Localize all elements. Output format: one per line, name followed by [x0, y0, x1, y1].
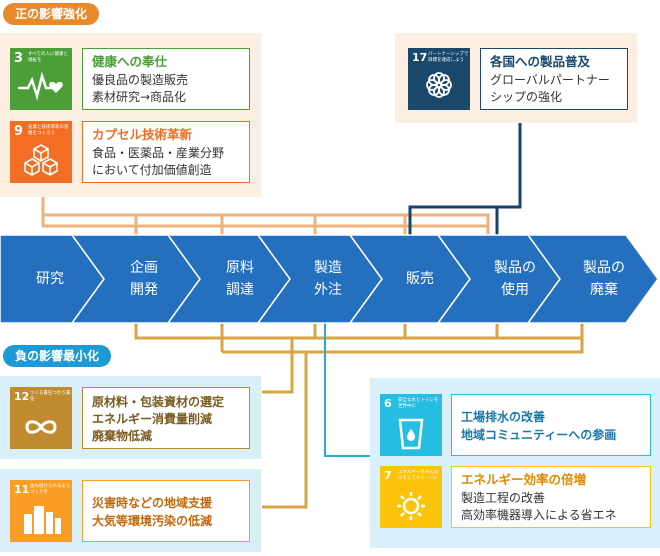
card-line: グローバルパートナー: [490, 73, 610, 87]
sdg-caption: 住み続けられるまちづくりを: [30, 484, 71, 495]
flow-label-planning: 企画開発: [130, 260, 158, 298]
sdg17-icon: 17 パートナーシップで目標を達成しよう: [408, 48, 470, 110]
negative-card-materials: 原材料・包装資材の選定 エネルギー消費量削減 廃棄物低減: [82, 387, 250, 449]
card-line: において付加価値創造: [92, 163, 212, 177]
card-line: 地域コミュニティーへの参画: [461, 428, 617, 442]
card-line: 原材料・包装資材の選定: [92, 395, 225, 409]
card-line: 食品・医薬品・産業分野: [92, 146, 225, 160]
negative-card-water: 工場排水の改善 地域コミュニティーへの参画: [451, 394, 651, 456]
flow-label-sales: 販売: [406, 271, 434, 287]
heartbeat-icon: [18, 71, 63, 101]
card-title: 健康への奉仕: [92, 54, 168, 69]
card-line: 廃棄物低減: [92, 429, 153, 443]
positive-card-global: 各国への製品普及 グローバルパートナー シップの強化: [480, 48, 628, 110]
sdg3-icon: 3 すべての人に健康と福祉を: [10, 48, 72, 110]
sdg-number: 11: [14, 483, 30, 496]
sdg9-icon: 9 産業と技術革新の基盤をつくろう: [10, 121, 72, 183]
sdg-caption: パートナーシップで目標を達成しよう: [428, 52, 469, 63]
negative-card-energy: エネルギー効率の倍増 製造工程の改善 高効率機器導入による省エネ: [451, 466, 651, 528]
cubes-icon: [24, 144, 58, 176]
card-line: 素材研究→商品化: [92, 90, 187, 104]
flow-step-disposal: [526, 234, 659, 324]
negative-pill: 負の影響最小化: [3, 345, 112, 367]
card-title: カプセル技術革新: [92, 127, 193, 142]
sdg-caption: 安全な水とトイレを世界中に: [398, 398, 439, 409]
flow-label-procurement: 原料調達: [226, 260, 254, 298]
card-line: 製造工程の改善: [461, 491, 546, 505]
sdg-caption: すべての人に健康と福祉を: [28, 52, 69, 63]
card-title: 各国への製品普及: [490, 54, 591, 69]
sdg11-icon: 11 住み続けられるまちづくりを: [10, 480, 72, 542]
sdg-number: 7: [384, 469, 392, 482]
value-chain-flow: [0, 234, 659, 324]
card-title: エネルギー効率の倍増: [461, 472, 587, 487]
sdg-caption: つくる責任つかう責任: [30, 391, 71, 402]
partnership-flower-icon: [426, 72, 452, 98]
card-line: エネルギー消費量削減: [92, 412, 213, 426]
sdg-number: 12: [14, 390, 30, 403]
sdg-number: 6: [384, 397, 392, 410]
flow-label-use: 製品の使用: [494, 260, 536, 298]
card-line: シップの強化: [490, 90, 563, 104]
card-line: 災害時などの地域支援: [92, 496, 213, 510]
positive-card-health: 健康への奉仕 優良品の製造販売 素材研究→商品化: [82, 48, 250, 110]
sdg6-icon: 6 安全な水とトイレを世界中に: [380, 394, 442, 456]
sdg-number: 3: [14, 51, 24, 66]
negative-card-community: 災害時などの地域支援 大気等環境汚染の低減: [82, 480, 250, 542]
buildings-icon: [24, 506, 61, 534]
infinity-icon: [25, 420, 57, 434]
positive-pill: 正の影響強化: [3, 3, 100, 25]
card-line: 工場排水の改善: [461, 410, 546, 424]
water-glass-icon: [398, 418, 424, 450]
sdg-number: 9: [14, 124, 24, 139]
sdg12-icon: 12 つくる責任つかう責任: [10, 387, 72, 449]
card-line: 優良品の製造販売: [92, 73, 189, 87]
sdg7-icon: 7 エネルギーをみんなにそしてクリーンに: [380, 466, 442, 528]
flow-label-disposal: 製品の廃棄: [583, 260, 625, 298]
flow-label-manufacturing: 製造外注: [314, 260, 342, 298]
sdg-caption: 産業と技術革新の基盤をつくろう: [28, 125, 69, 136]
sdg-caption: エネルギーをみんなにそしてクリーンに: [398, 470, 439, 481]
positive-card-capsule: カプセル技術革新 食品・医薬品・産業分野 において付加価値創造: [82, 121, 250, 183]
card-line: 大気等環境汚染の低減: [92, 514, 213, 528]
sdg-number: 17: [412, 51, 428, 64]
flow-label-research: 研究: [36, 271, 64, 287]
sun-power-icon: [397, 492, 425, 520]
card-line: 高効率機器導入による省エネ: [461, 508, 617, 522]
